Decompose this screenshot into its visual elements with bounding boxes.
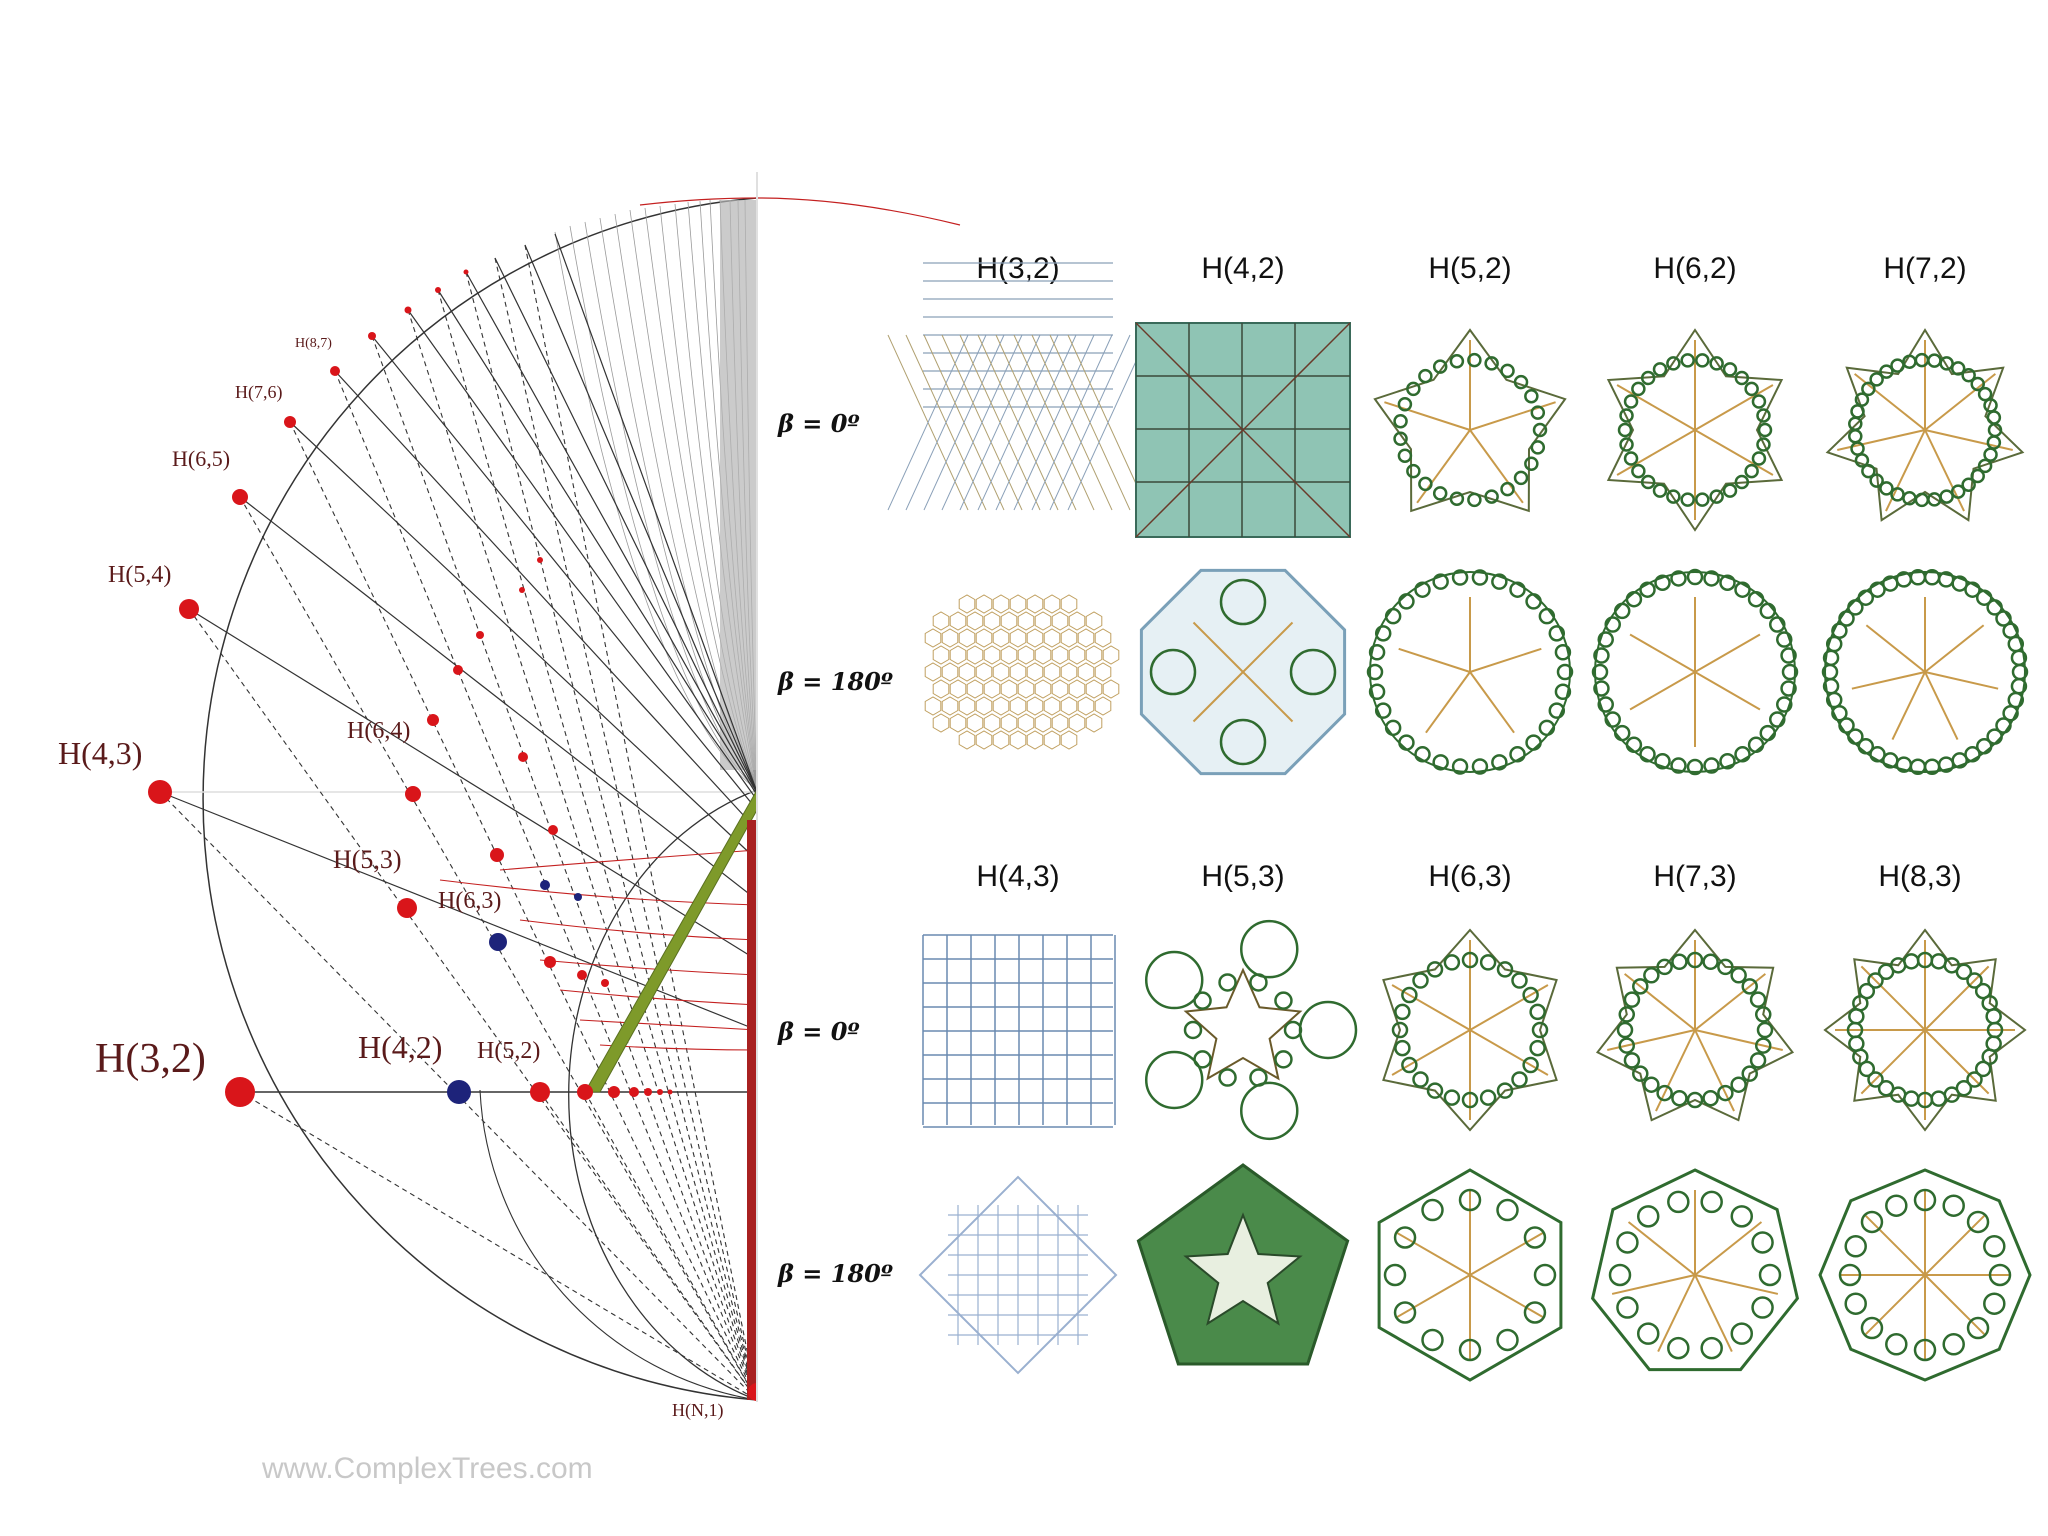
tile-star-7-b0: [1825, 328, 2025, 522]
top-arc-edge: [639, 197, 961, 226]
tile-tree-5-b180: [1366, 569, 1574, 775]
label-h76: H(7,6): [235, 382, 283, 403]
green-band: [584, 788, 758, 1093]
tile-tree-6-b180: [1591, 568, 1799, 776]
disk-diagram: H(3,2) H(4,3) H(5,4) H(6,5) H(7,6) H(8,7…: [58, 197, 961, 1421]
label-h65: H(6,5): [172, 446, 230, 471]
point-h63: [489, 933, 507, 951]
label-h63: H(6,3): [438, 888, 501, 914]
label-h32: H(3,2): [95, 1036, 206, 1082]
bottom-titles: H(4,3) H(5,3) H(6,3) H(7,3) H(8,3): [976, 860, 1961, 893]
title-h62: H(6,2): [1653, 252, 1736, 285]
point-h87: [330, 366, 340, 376]
tile-star-5-b0: [1373, 328, 1567, 513]
label-h64: H(6,4): [347, 718, 410, 744]
title-h73: H(7,3): [1653, 860, 1736, 893]
label-hn1: H(N,1): [672, 1400, 724, 1421]
title-h32: H(3,2): [976, 252, 1059, 285]
watermark: www.ComplexTrees.com: [261, 1452, 593, 1485]
row-label-2: β = 180º: [777, 667, 893, 696]
tile-poly-7-b180: [1590, 1168, 1800, 1372]
point-h43: [148, 780, 172, 804]
top-titles: H(3,2) H(4,2) H(5,2) H(6,2) H(7,2): [976, 252, 1966, 285]
tile-h42-b0: [1135, 322, 1351, 538]
tile-star-7-b0-lower: [1595, 928, 1795, 1122]
inner-arc-large: [568, 789, 758, 1401]
solid-lines: [159, 233, 758, 1031]
tile-h42-b180: [1139, 568, 1347, 776]
tile-star-6-b0: [1606, 328, 1784, 532]
point-h64: [405, 786, 421, 802]
row-label-3: β = 0º: [777, 1017, 859, 1046]
outer-circle-arc: [202, 197, 758, 1401]
point-h42: [447, 1080, 471, 1104]
label-h87: H(8,7): [295, 336, 332, 351]
tile-h53-b180: [1136, 1163, 1350, 1366]
title-h83: H(8,3): [1878, 860, 1961, 893]
row-label-4: β = 180º: [777, 1259, 893, 1288]
label-h43: H(4,3): [58, 735, 142, 771]
points: [148, 269, 766, 1401]
title-h63: H(6,3): [1428, 860, 1511, 893]
gray-fan-block: [720, 200, 757, 770]
dashed-lines: [159, 244, 758, 1401]
point-h76: [284, 416, 296, 428]
tile-h32-b180: [924, 594, 1120, 750]
point-h65: [232, 489, 248, 505]
label-h52: H(5,2): [477, 1038, 540, 1064]
point-h54: [179, 599, 199, 619]
tile-h32-b0: [887, 262, 1149, 511]
title-h52: H(5,2): [1428, 252, 1511, 285]
tile-star-6-b0-lower: [1382, 928, 1558, 1132]
point-h52: [530, 1082, 550, 1102]
row-label-1: β = 0º: [777, 409, 859, 438]
title-h53: H(5,3): [1201, 860, 1284, 893]
title-h42: H(4,2): [1201, 252, 1284, 285]
title-h43: H(4,3): [976, 860, 1059, 893]
point-h53: [397, 898, 417, 918]
tile-star-8-b0-lower: [1823, 928, 2027, 1132]
tile-poly-8-b180: [1818, 1168, 2032, 1382]
tile-poly-6-b180: [1377, 1168, 1563, 1382]
inner-arc-small: [479, 1089, 758, 1401]
label-h53: H(5,3): [333, 845, 402, 874]
point-h62: [577, 1084, 593, 1100]
tile-tree-7-b180: [1821, 569, 2029, 775]
tile-grid: [887, 262, 2032, 1382]
title-h72: H(7,2): [1883, 252, 1966, 285]
tile-h43-b0: [922, 934, 1116, 1128]
point-h32: [225, 1077, 255, 1107]
label-h54: H(5,4): [108, 562, 171, 588]
tile-h53-b0: [1144, 919, 1358, 1141]
tile-h43-b180: [918, 1175, 1118, 1375]
label-h42: H(4,2): [358, 1029, 442, 1065]
